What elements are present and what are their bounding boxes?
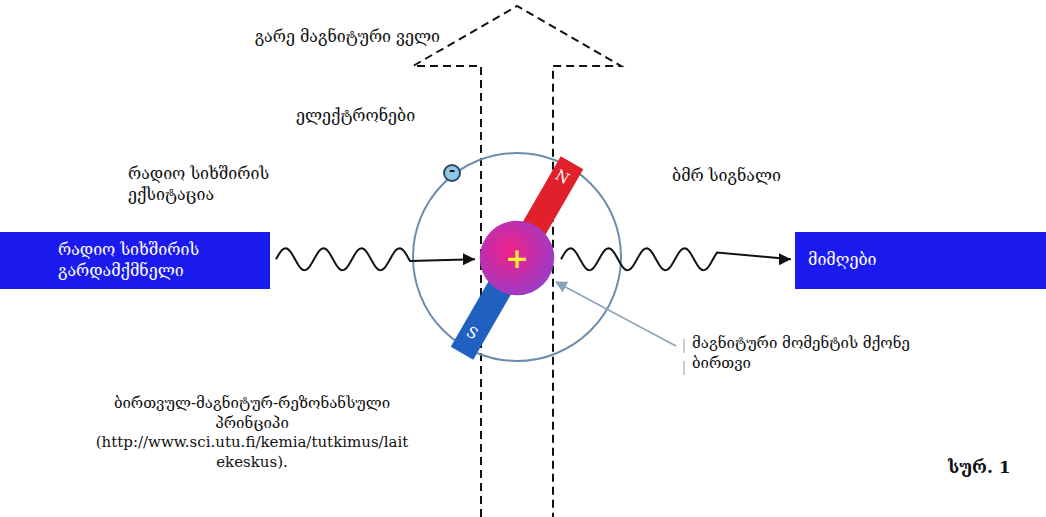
signal-label: რადიო სიხშირის ექსიტაცია bbox=[128, 164, 288, 206]
charge-sign: + bbox=[479, 220, 555, 296]
arrow-head bbox=[463, 253, 475, 265]
wave-connector bbox=[276, 248, 475, 270]
wave-connector bbox=[561, 248, 791, 270]
signal-label: ბმრ სიგნალი bbox=[672, 166, 822, 187]
arrow-head bbox=[779, 253, 791, 265]
field-arrow bbox=[413, 6, 621, 517]
transducer-box: რადიო სიხშირის გარდამქმნელი bbox=[0, 232, 270, 289]
bar-magnet bbox=[451, 156, 584, 360]
wave-line bbox=[276, 248, 475, 270]
leader-line bbox=[556, 282, 676, 346]
box-label: მიმღები bbox=[808, 250, 877, 271]
receiver-box: მიმღები bbox=[795, 232, 1046, 289]
wave-line bbox=[561, 248, 791, 270]
text-bar bbox=[683, 339, 685, 353]
figure-number: სურ. 1 bbox=[948, 456, 1038, 478]
electron-orbit bbox=[413, 153, 621, 361]
electron-label: ელექტრონები bbox=[296, 106, 436, 127]
nucleus-fill bbox=[480, 221, 554, 295]
field-label: გარე მაგნიტური ველი bbox=[210, 27, 440, 48]
electron-sign: - bbox=[444, 163, 460, 178]
box-label: რადიო სიხშირის გარდამქმნელი bbox=[58, 240, 262, 282]
text-bar bbox=[683, 361, 685, 375]
figure-caption: ბირთვულ-მაგნიტურ-რეზონანსული პრინციპი (h… bbox=[92, 394, 412, 472]
nucleus-circle: + bbox=[479, 220, 555, 296]
nucleus-label: მაგნიტური მომენტის მქონე ბირთვი bbox=[692, 334, 972, 373]
